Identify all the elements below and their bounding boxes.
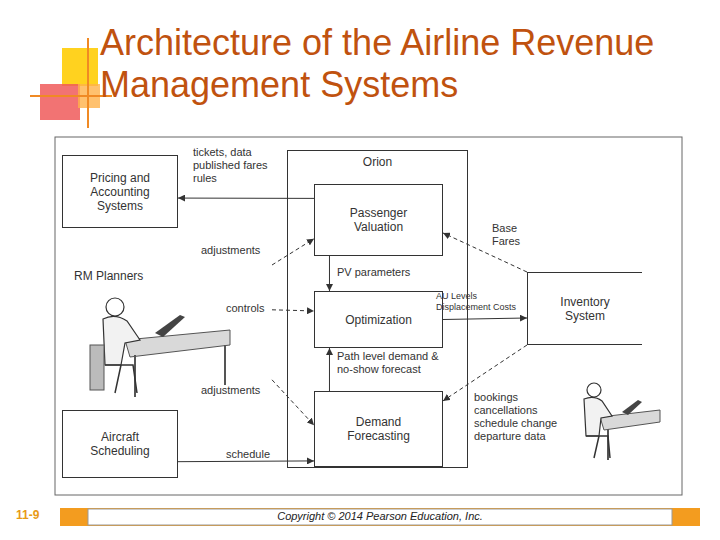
- flow-arrow: [443, 318, 527, 320]
- desk-leg: [224, 345, 226, 385]
- node-text: RM Planners: [74, 269, 143, 283]
- deco-line: [87, 38, 89, 128]
- deco-square: [40, 84, 80, 120]
- copyright-note: Copyright © 2014 Pearson Education, Inc.: [88, 510, 672, 523]
- edge-label: Path level demand & no-show forecast: [337, 350, 455, 376]
- edge-label: Base Fares: [492, 222, 532, 248]
- person-body: [103, 316, 140, 365]
- edge-label: PV parameters: [337, 266, 437, 279]
- flow-arrow: [178, 460, 314, 462]
- system-box: Inventory System: [527, 272, 642, 345]
- edge-label: tickets, data published fares rules: [193, 146, 285, 185]
- flow-arrow: [329, 348, 330, 391]
- system-box: Pricing and Accounting Systems: [62, 155, 178, 228]
- node-text: Orion: [363, 155, 392, 169]
- footer-box: [88, 509, 672, 525]
- edge-label: adjustments: [201, 244, 271, 257]
- node-text: Pricing and Accounting Systems: [73, 171, 167, 213]
- person-legs: [105, 365, 137, 393]
- dashed-arrow: [272, 380, 314, 425]
- person-head: [106, 298, 124, 316]
- system-box: Aircraft Scheduling: [62, 410, 178, 478]
- slide-title: Architecture of the Airline Revenue Mana…: [100, 22, 700, 106]
- laptop: [155, 315, 185, 337]
- edge-label: AU Levels Displacement Costs: [436, 291, 528, 313]
- deco-square: [62, 48, 98, 86]
- flow-arrow: [178, 198, 314, 199]
- edge-label: adjustments: [201, 384, 271, 397]
- laptop: [622, 400, 642, 415]
- chair: [90, 345, 104, 390]
- person-body: [584, 397, 612, 436]
- node-text: Inventory System: [552, 295, 618, 323]
- process-box: Demand Forecasting: [314, 391, 443, 467]
- process-box: Passenger Valuation: [314, 184, 443, 256]
- person-head: [587, 383, 601, 397]
- node-text: Optimization: [345, 313, 412, 327]
- node-text: Passenger Valuation: [343, 206, 414, 234]
- desk-top: [125, 330, 230, 357]
- person-legs: [586, 436, 610, 458]
- dashed-arrow: [272, 239, 314, 265]
- flow-arrow: [329, 256, 330, 291]
- deco-line: [30, 95, 112, 97]
- operator-illustration: [572, 372, 662, 462]
- slide-number: 11-9: [16, 509, 56, 522]
- edge-label: bookings cancellations schedule change d…: [474, 391, 574, 443]
- planner-illustration: [85, 285, 235, 400]
- edge-label: controls: [226, 302, 272, 315]
- diagram-frame: [55, 137, 682, 495]
- edge-label: schedule: [226, 448, 286, 461]
- dashed-arrow: [272, 310, 314, 311]
- node-text: Demand Forecasting: [343, 415, 414, 443]
- process-box: Optimization: [314, 291, 443, 348]
- node-text: Aircraft Scheduling: [83, 430, 157, 458]
- footer-bar: [60, 508, 700, 526]
